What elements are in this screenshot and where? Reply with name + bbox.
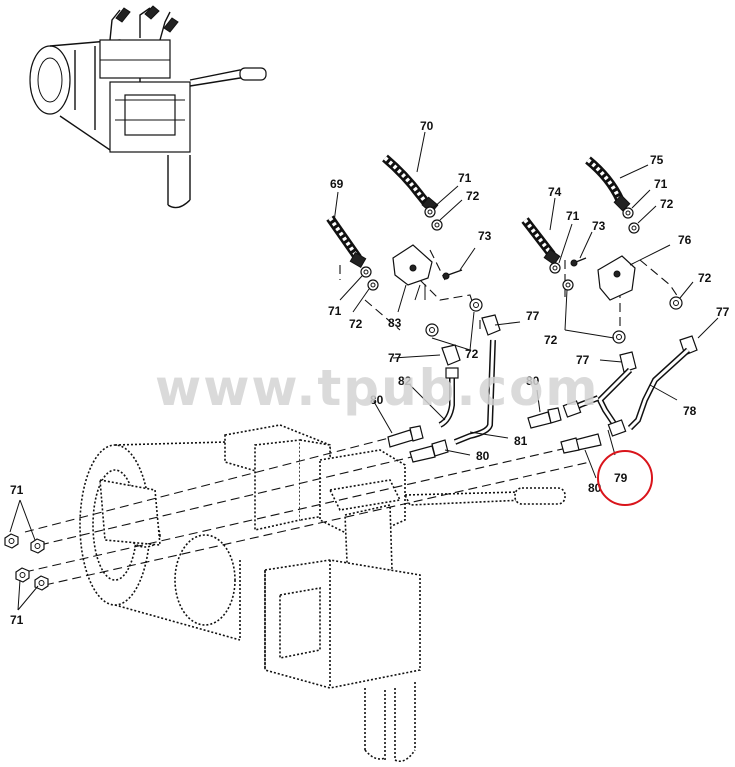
callout-77: 77 (576, 353, 590, 367)
hose-70 (382, 154, 439, 214)
callout-82: 82 (398, 374, 412, 388)
callout-72: 72 (349, 317, 363, 331)
assembly-guide-lines (24, 249, 681, 586)
adapters-80 (387, 407, 602, 463)
callout-72: 72 (698, 271, 712, 285)
callout-74: 74 (548, 185, 562, 199)
callout-72: 72 (466, 189, 480, 203)
watermark-text: www.tpub.com (155, 359, 600, 417)
callout-71: 71 (10, 483, 24, 497)
nuts-71-left (4, 533, 49, 591)
callout-77: 77 (388, 351, 402, 365)
callout-71: 71 (328, 304, 342, 318)
callout-71: 71 (566, 209, 580, 223)
callout-81: 81 (514, 434, 528, 448)
leader-lines (9, 131, 719, 611)
pump-motor-assembly (79, 424, 566, 763)
callout-75: 75 (650, 153, 664, 167)
callout-71: 71 (654, 177, 668, 191)
callout-72: 72 (465, 347, 479, 361)
bracket-76 (597, 255, 636, 301)
hose-74 (521, 217, 561, 266)
highlight-circle-79 (597, 450, 653, 506)
tube-78 (627, 347, 691, 431)
bracket-83 (392, 244, 433, 301)
screws-73 (442, 257, 587, 280)
callout-77: 77 (716, 305, 730, 319)
callout-labels: 70 69 71 72 73 71 72 83 77 77 72 82 80 8… (10, 119, 730, 627)
inset-assembly-view (29, 5, 267, 209)
callout-71: 71 (10, 613, 24, 627)
callout-76: 76 (678, 233, 692, 247)
callout-73: 73 (592, 219, 606, 233)
tube-79 (562, 367, 633, 437)
callout-73: 73 (478, 229, 492, 243)
callout-71: 71 (458, 171, 472, 185)
callout-80: 80 (526, 374, 540, 388)
callout-72: 72 (544, 333, 558, 347)
hose-75 (585, 156, 631, 212)
callout-72: 72 (660, 197, 674, 211)
callout-80: 80 (370, 393, 384, 407)
callout-77: 77 (526, 309, 540, 323)
callout-78: 78 (683, 404, 697, 418)
callout-79: 79 (614, 471, 628, 485)
hose-69 (326, 215, 367, 269)
tube-82 (438, 367, 459, 428)
callout-70: 70 (420, 119, 434, 133)
callout-69: 69 (330, 177, 344, 191)
tube-81 (453, 339, 496, 445)
callout-80: 80 (476, 449, 490, 463)
callout-83: 83 (388, 316, 402, 330)
nuts-and-washers (360, 206, 683, 344)
